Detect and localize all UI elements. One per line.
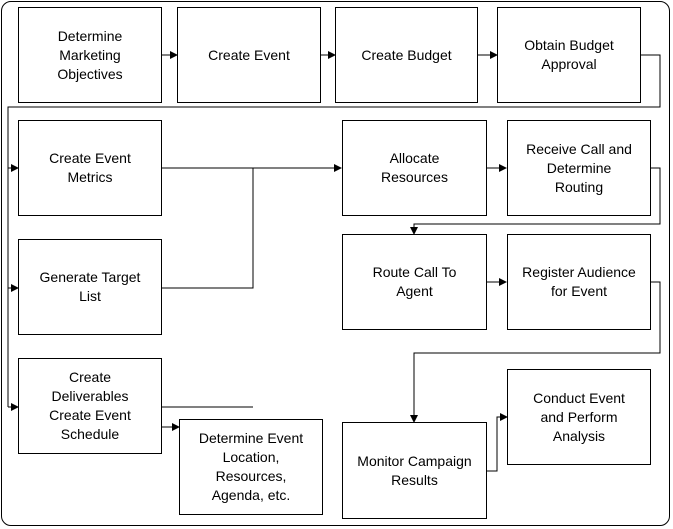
- step-label: Create Budget: [361, 46, 452, 63]
- step-label: Obtain Budget Approval: [524, 37, 614, 72]
- step-allocate-resources: Allocate Resources: [342, 120, 487, 216]
- step-route-call-to-agent: Route Call To Agent: [342, 234, 487, 330]
- step-label: Register Audience for Event: [522, 264, 636, 299]
- step-label: Determine Marketing Objectives: [57, 27, 123, 82]
- step-generate-target-list: Generate Target List: [18, 239, 162, 335]
- step-obtain-budget-approval: Obtain Budget Approval: [497, 7, 641, 103]
- step-create-event-metrics: Create Event Metrics: [18, 120, 162, 216]
- step-create-deliverables: Create Deliverables Create Event Schedul…: [18, 358, 162, 454]
- step-determine-marketing-objectives: Determine Marketing Objectives: [18, 7, 162, 103]
- line-target-list-merge: [162, 168, 254, 289]
- step-label: Allocate Resources: [381, 150, 448, 185]
- step-label: Determine Event Location, Resources, Age…: [198, 430, 304, 503]
- step-monitor-campaign-results: Monitor Campaign Results: [342, 422, 487, 519]
- step-create-event: Create Event: [177, 7, 321, 103]
- step-receive-call: Receive Call and Determine Routing: [507, 120, 651, 216]
- step-label: Generate Target List: [39, 269, 141, 304]
- arrow-register-to-monitor: [410, 281, 661, 423]
- arrow-receive-to-route: [410, 167, 661, 235]
- arrow-approval-to-left-rail: [7, 54, 661, 407]
- step-register-audience: Register Audience for Event: [507, 234, 651, 330]
- arrow-monitor-to-conduct: [487, 413, 508, 472]
- step-label: Create Event Metrics: [49, 150, 131, 185]
- step-determine-event-location: Determine Event Location, Resources, Age…: [179, 419, 323, 515]
- step-label: Receive Call and Determine Routing: [526, 140, 632, 195]
- step-label: Monitor Campaign Results: [357, 452, 472, 488]
- step-label: Route Call To Agent: [372, 264, 457, 299]
- step-conduct-event: Conduct Event and Perform Analysis: [507, 369, 651, 465]
- step-create-budget: Create Budget: [335, 7, 478, 103]
- step-label: Conduct Event and Perform Analysis: [533, 389, 625, 444]
- step-label: Create Deliverables Create Event Schedul…: [49, 369, 131, 442]
- step-label: Create Event: [208, 46, 290, 63]
